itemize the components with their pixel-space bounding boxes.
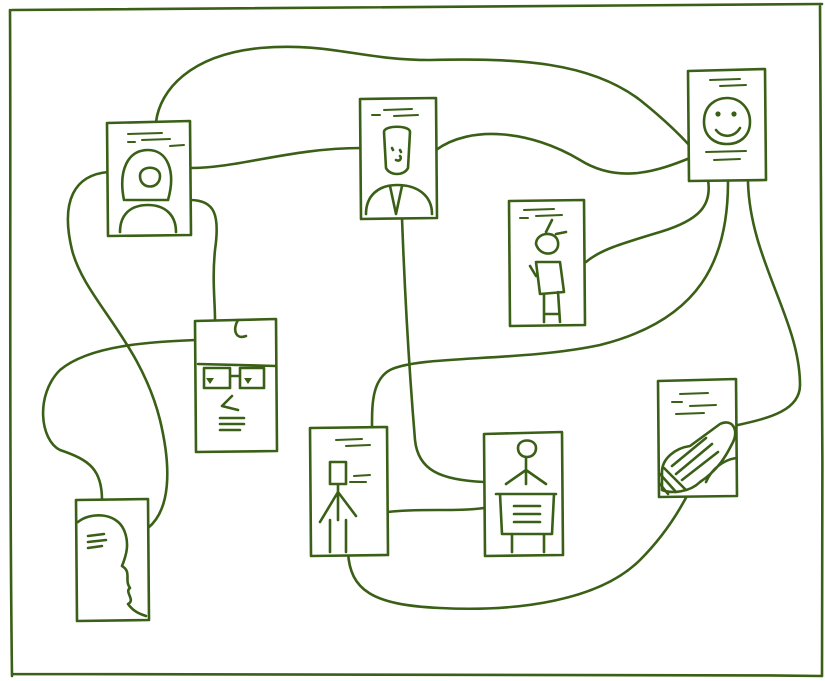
connection-mantie-podium [402,218,484,482]
card-glasses [195,319,277,452]
card-profile [76,499,149,621]
connection-glasses-profile [43,340,196,500]
connection-woman-glasses [190,200,217,320]
connection-stick-podium [388,508,484,512]
connection-smiley-boy [586,180,709,262]
card-podium [484,432,563,556]
card-boy [509,200,585,326]
card-smiley [688,69,766,181]
connection-mantie-smiley [436,134,690,174]
card-guitar [658,379,737,497]
card-woman [107,121,191,236]
connection-smiley-guitar [738,182,800,425]
card-man-tie [360,98,437,219]
card-stick [310,427,388,556]
connection-woman-mantie [190,148,362,168]
